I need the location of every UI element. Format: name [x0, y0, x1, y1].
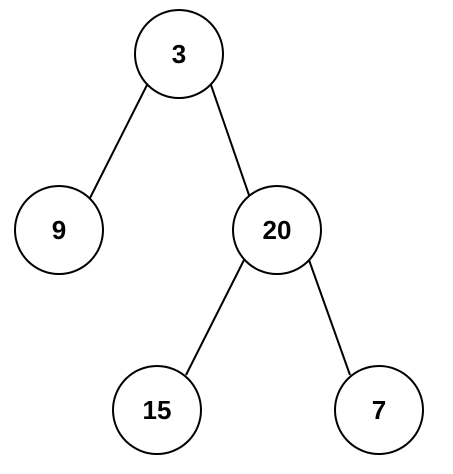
tree-node-9: 9	[14, 185, 104, 275]
edge-3-20	[210, 84, 251, 199]
node-circle	[334, 365, 424, 455]
tree-node-3: 3	[134, 9, 224, 99]
edge-3-9	[89, 84, 148, 199]
node-label: 15	[143, 395, 172, 425]
node-label: 7	[372, 395, 386, 425]
node-circle	[134, 9, 224, 99]
node-circle	[14, 185, 104, 275]
edge-20-15	[185, 259, 245, 376]
tree-node-15: 15	[112, 365, 202, 455]
node-label: 20	[263, 215, 292, 245]
node-circle	[232, 185, 322, 275]
node-circle	[112, 365, 202, 455]
node-label: 9	[52, 215, 66, 245]
edge-20-7	[308, 259, 351, 376]
tree-node-7: 7	[334, 365, 424, 455]
tree-node-20: 20	[232, 185, 322, 275]
node-label: 3	[172, 39, 186, 69]
